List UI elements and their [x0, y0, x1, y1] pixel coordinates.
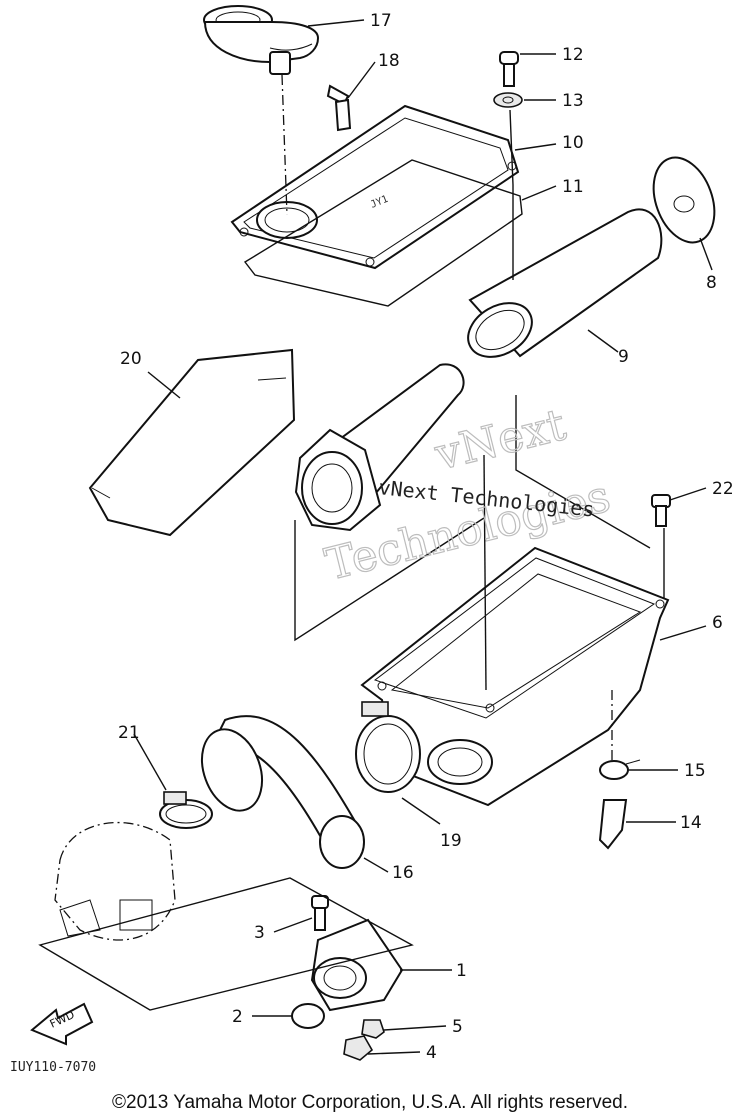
callout-1: 1 — [456, 961, 467, 981]
callout-19: 19 — [440, 831, 462, 851]
callout-22: 22 — [712, 479, 734, 499]
carburetor-outline — [54, 821, 176, 941]
part-21-hose-clamp — [159, 791, 213, 829]
callout-13: 13 — [562, 91, 584, 111]
callout-8: 8 — [706, 273, 717, 293]
callout-16: 16 — [392, 863, 414, 883]
part-14-drain-plug — [598, 799, 628, 850]
callout-17: 17 — [370, 11, 392, 31]
part-3-bolt — [311, 895, 329, 931]
part-22-bolt — [651, 494, 671, 527]
drawing-code: IUY110-7070 — [10, 1060, 97, 1075]
part-19-hose-clamp — [355, 701, 421, 793]
callout-14: 14 — [680, 813, 702, 833]
fwd-arrow-icon: FWD — [30, 1002, 94, 1046]
callout-3: 3 — [254, 923, 265, 943]
callout-20: 20 — [120, 349, 142, 369]
part-1-carburetor-joint — [310, 918, 404, 1012]
callout-21: 21 — [118, 723, 140, 743]
part-18-elbow-hose — [326, 84, 352, 132]
part-12-bolt — [499, 51, 519, 87]
part-8-end-cap — [652, 156, 716, 244]
copyright-notice: ©2013 Yamaha Motor Corporation, U.S.A. A… — [112, 1092, 628, 1113]
part-20-side-panel — [88, 348, 296, 537]
part-11-gasket — [243, 159, 523, 307]
assembly-lines — [38, 74, 665, 1011]
part-4-nut — [343, 1035, 374, 1061]
part-16-intake-hose — [201, 715, 365, 869]
callout-11: 11 — [562, 177, 584, 197]
callout-numbers: 17 18 12 13 10 11 8 9 20 22 6 21 15 19 1… — [118, 11, 734, 1063]
callout-15: 15 — [684, 761, 706, 781]
part-2-o-ring — [291, 1003, 325, 1029]
part-13-washer — [493, 92, 523, 108]
callout-6: 6 — [712, 613, 723, 633]
callout-2: 2 — [232, 1007, 243, 1027]
part-17-intake-duct — [203, 5, 320, 75]
callout-12: 12 — [562, 45, 584, 65]
leader-lines — [133, 19, 713, 1055]
callout-5: 5 — [452, 1017, 463, 1037]
part-5-nut — [361, 1019, 385, 1039]
part-10-airbox-cover: JY1 — [230, 104, 520, 270]
callout-10: 10 — [562, 133, 584, 153]
filter-guide-tube — [294, 363, 465, 532]
callout-4: 4 — [426, 1043, 437, 1063]
part-9-filter-element — [467, 208, 663, 358]
watermark-line-1: vNext — [429, 399, 571, 481]
callout-9: 9 — [618, 347, 629, 367]
callout-18: 18 — [378, 51, 400, 71]
